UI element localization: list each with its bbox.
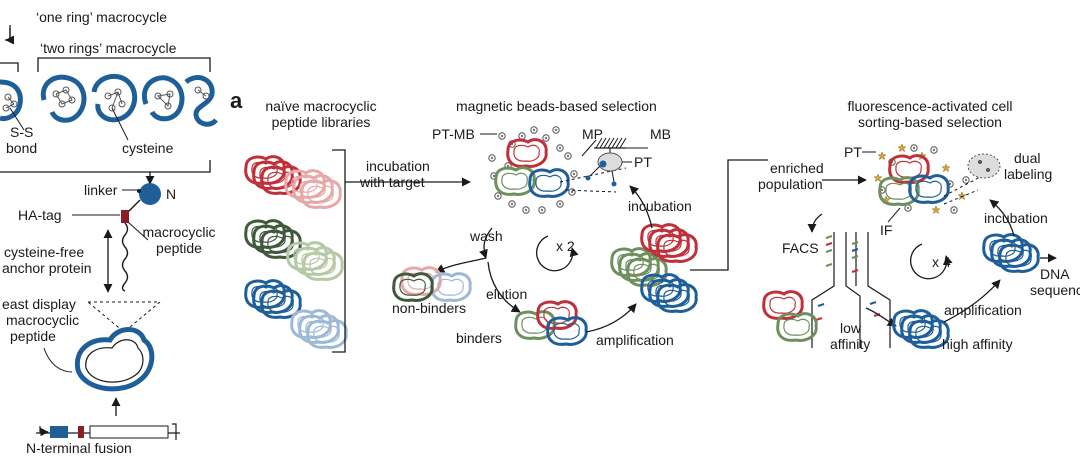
- macrocyclic-peptide-label-2: peptide: [156, 240, 202, 256]
- non-binders-label: non-binders: [392, 300, 466, 316]
- n-terminus-label: N: [166, 186, 177, 202]
- macrocyclic-peptide-label-1: macrocyclic: [142, 224, 216, 240]
- two-rings-macrocycle-1: [40, 74, 87, 123]
- dual-labeling-inset: [967, 153, 1001, 179]
- library-stacks: [246, 157, 347, 348]
- wash-label: wash: [470, 228, 503, 244]
- anchor-protein-label-2: anchor protein: [2, 260, 92, 276]
- magnetic-cycles-label: x 2: [556, 238, 575, 254]
- one-ring-label: ‘one ring’ macrocycle: [36, 9, 167, 25]
- incubation-label-1: incubation: [366, 158, 430, 174]
- two-rings-macrocycle-3: [142, 75, 185, 122]
- facs-incubation-label: incubation: [984, 210, 1048, 226]
- magnetic-amplification-label: amplification: [596, 332, 674, 348]
- yeast-display-label-1: east display: [2, 296, 76, 312]
- cycle-x4-arrow: [910, 243, 953, 280]
- low-affinity-label-2: affinity: [830, 336, 871, 352]
- ss-bond-label-2: bond: [6, 140, 38, 156]
- left-panel: [0, 25, 218, 440]
- yeast-cell: [74, 327, 155, 392]
- libraries-title-2: peptide libraries: [271, 114, 371, 130]
- pt-label: PT: [634, 154, 652, 170]
- n-terminal-fusion-label: N-terminal fusion: [26, 440, 132, 456]
- ha-tag-label: HA-tag: [18, 207, 62, 223]
- one-ring-macrocycle: [0, 79, 23, 121]
- macrocyclic-peptide-sphere: [139, 183, 161, 205]
- cysteine-label: cysteine: [122, 140, 174, 156]
- facs-amplification-label: amplification: [944, 302, 1022, 318]
- two-rings-label: ‘two rings’ macrocycle: [40, 40, 177, 56]
- enriched-label-2: population: [758, 176, 823, 192]
- magnetic-title: magnetic beads-based selection: [456, 98, 657, 114]
- if-label: IF: [880, 222, 893, 238]
- two-rings-bracket: [37, 57, 211, 72]
- high-affinity-label: high affinity: [942, 336, 1013, 352]
- dual-labeling-label-2: labeling: [1004, 166, 1053, 182]
- anchor-protein-chain: [121, 222, 129, 292]
- pt-mb-label: PT-MB: [432, 126, 475, 142]
- anchor-protein-label-1: cysteine-free: [4, 244, 85, 260]
- ha-tag-box: [121, 210, 129, 223]
- dna-sequencing-label-1: DNA: [1040, 266, 1070, 282]
- mp-label: MP: [582, 126, 603, 142]
- facs-pt-label: PT: [844, 144, 862, 160]
- enriched-label-1: enriched: [770, 160, 824, 176]
- facs-selection-diagram: [762, 143, 1057, 348]
- facs-label: FACS: [782, 240, 819, 256]
- facs-title-2: sorting-based selection: [858, 114, 1002, 130]
- binders-label: binders: [456, 330, 502, 346]
- two-rings-macrocycle-2: [91, 74, 138, 123]
- facs-cycles-label: x 4: [932, 254, 951, 270]
- magnetic-incubation-label: incubation: [628, 198, 692, 214]
- low-affinity-label-1: low: [840, 320, 862, 336]
- magnetic-particle-inset: [581, 137, 648, 187]
- facs-title-1: fluorescence-activated cell: [847, 98, 1013, 114]
- magnetic-selection-diagram: [392, 126, 697, 346]
- cycle-x2-arrow: [536, 235, 579, 272]
- ss-bond-label-1: S-S: [10, 124, 34, 140]
- elution-label: elution: [486, 286, 528, 302]
- linker-label: linker: [84, 182, 118, 198]
- mb-label: MB: [650, 126, 671, 142]
- incubation-label-2: with target: [360, 174, 425, 190]
- two-rings-macrocycle-4: [184, 75, 218, 127]
- libraries-title-1: naïve macrocyclic: [265, 98, 377, 114]
- gene-construct: [36, 423, 180, 440]
- dna-sequencing-label-2: sequencing: [1030, 282, 1080, 298]
- dual-labeling-label-1: dual: [1014, 150, 1041, 166]
- panel-letter: a: [230, 88, 243, 113]
- yeast-display-label-2: macrocyclic: [6, 312, 80, 328]
- yeast-display-label-3: peptide: [10, 328, 56, 344]
